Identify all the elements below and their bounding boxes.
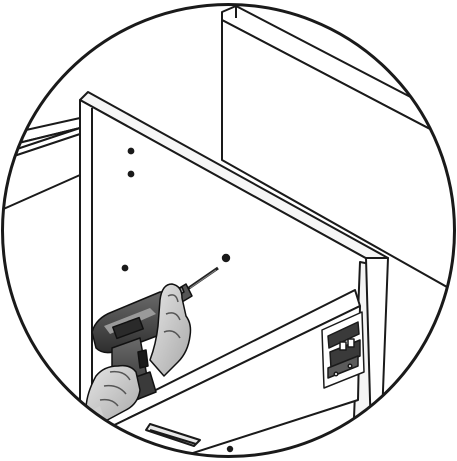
lower-shelf	[95, 289, 361, 457]
magnifier-circle	[1, 3, 456, 458]
screw-hole-icon	[121, 264, 129, 272]
screw-hole-icon	[226, 445, 234, 453]
hand-icon	[149, 283, 192, 377]
hinge-bracket-icon	[321, 311, 365, 389]
magnified-scene	[2, 5, 455, 457]
screw-hole-icon	[221, 253, 231, 263]
screw-hole-icon	[127, 170, 135, 178]
screw-hole-icon	[127, 147, 135, 155]
back-panel	[221, 5, 455, 301]
